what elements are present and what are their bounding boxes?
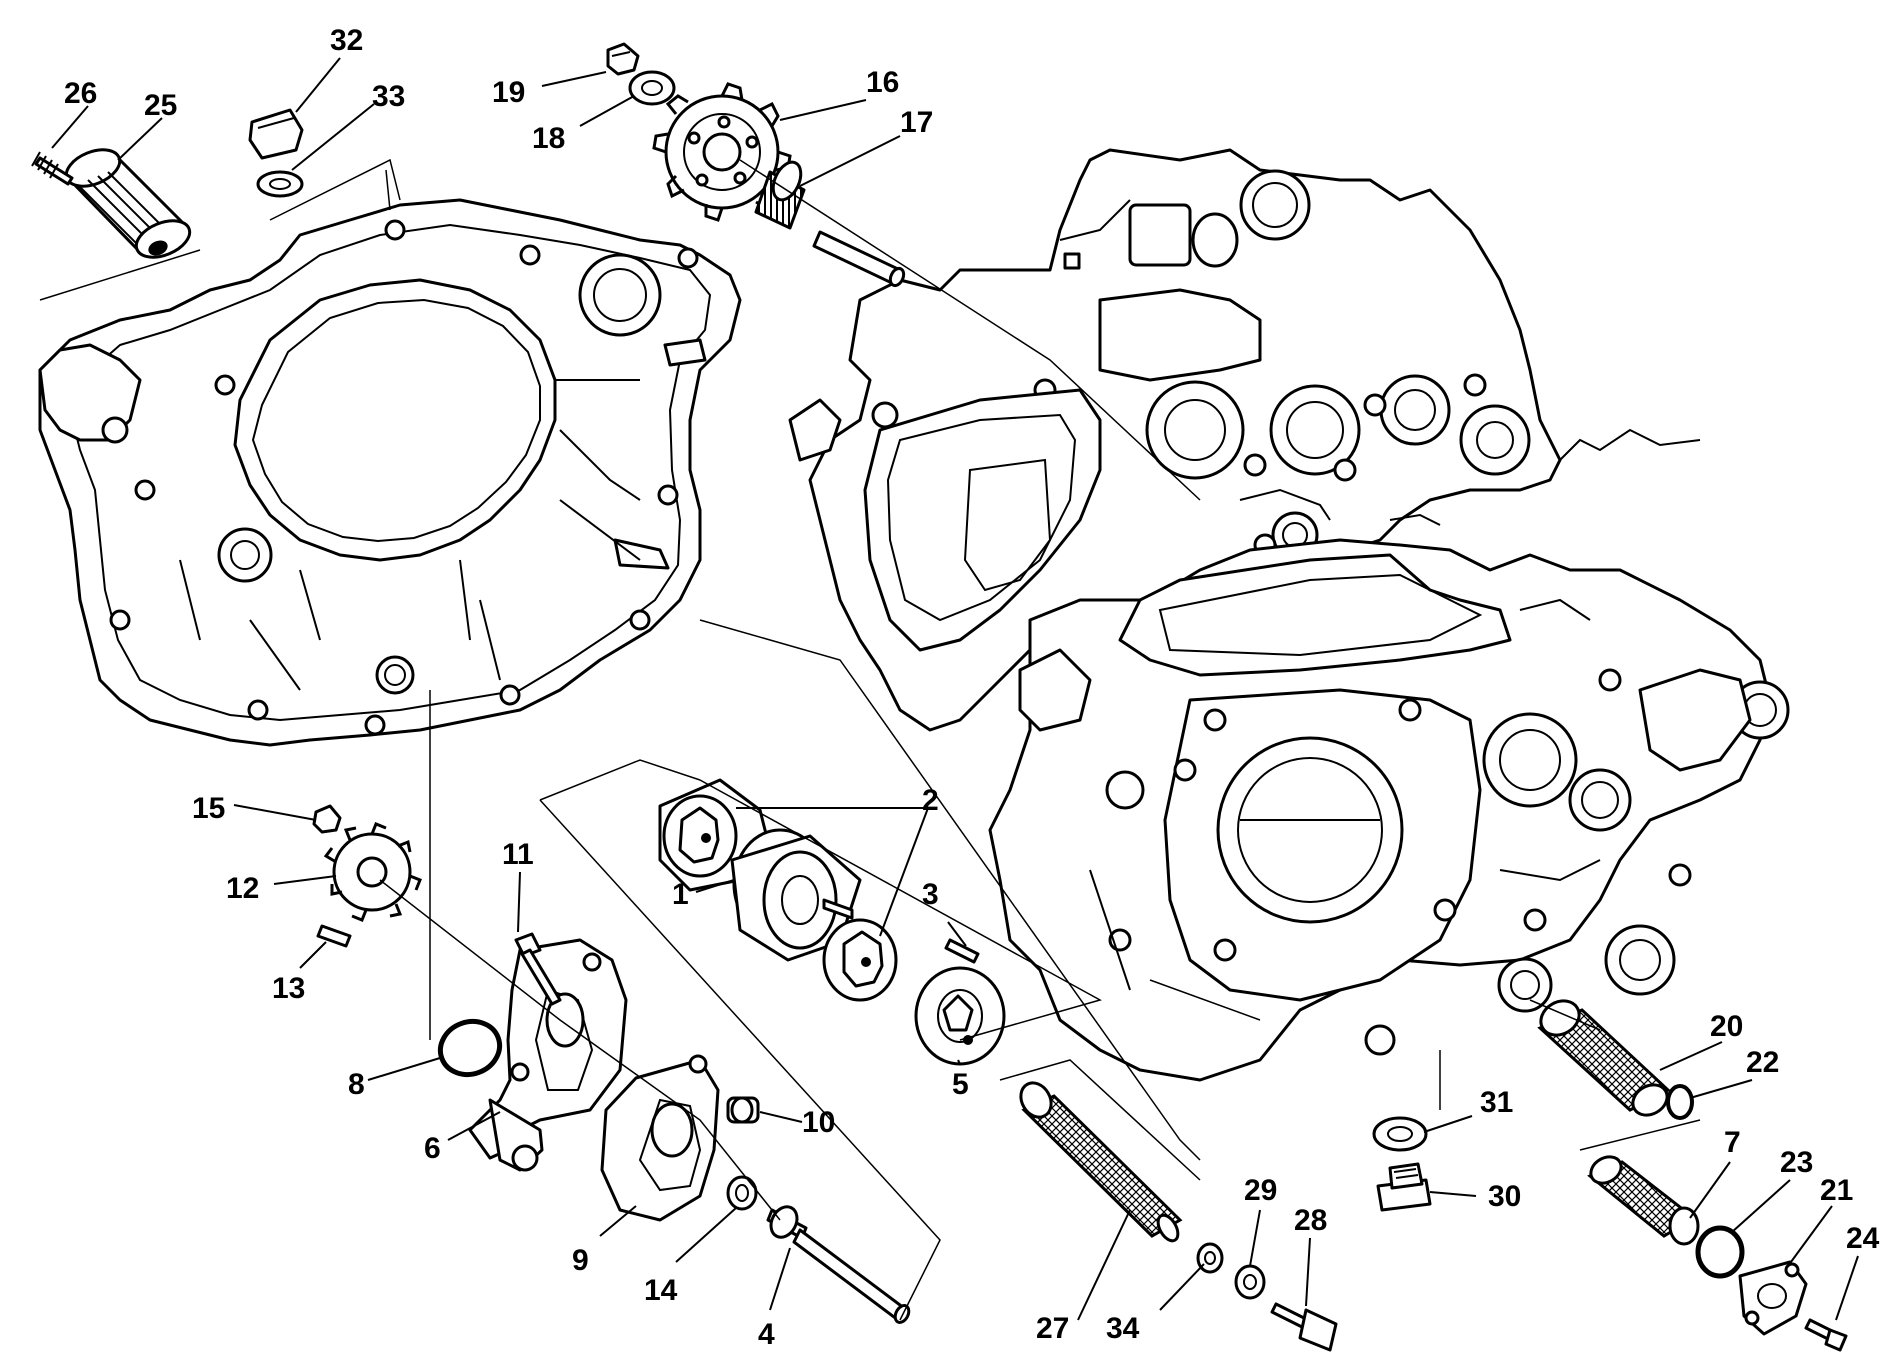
washer-29 [1234,1264,1266,1300]
oil-filter [64,148,192,259]
bolt-11 [514,932,562,1006]
callout-18: 18 [532,122,565,155]
callout-5: 5 [952,1068,969,1101]
bolt-28 [1270,1302,1338,1352]
washer-18 [628,70,676,106]
callout-22: 22 [1746,1046,1779,1079]
callout-12: 12 [226,872,259,905]
callout-10: 10 [802,1106,835,1139]
crankcase-right-half [788,148,1701,732]
strainer-27 [1019,1081,1183,1243]
bolt-24 [1804,1318,1848,1352]
callout-23: 23 [1780,1146,1813,1179]
pump-plate-9 [600,1054,720,1222]
callout-32: 32 [330,24,363,57]
callout-4: 4 [758,1318,775,1351]
idler-shaft [812,230,906,288]
o-ring-8 [437,1019,503,1077]
callout-numbers: 26 25 32 33 19 18 16 17 15 12 13 11 1 2 … [64,24,1880,1351]
callout-17: 17 [900,106,933,139]
callout-16: 16 [866,66,899,99]
crankcase-left-half [988,538,1790,1082]
strainer-cover-21 [1738,1260,1808,1336]
pump-drive-gear [652,82,792,222]
callout-11: 11 [502,838,534,871]
callout-15: 15 [192,792,225,825]
callout-29: 29 [1244,1174,1277,1207]
sealing-washer-top [256,170,304,198]
callout-6: 6 [424,1132,441,1165]
callout-34: 34 [1106,1312,1140,1345]
drain-plug-top [248,108,304,160]
o-ring-22 [1666,1084,1694,1120]
callout-33: 33 [372,80,405,113]
assembly-lines [39,158,1701,1321]
pump-housing-1 [730,828,862,962]
callout-9: 9 [572,1244,589,1277]
callout-14: 14 [644,1274,678,1307]
pump-shaft-4 [766,1205,911,1324]
callout-25: 25 [144,89,177,122]
circlip-top [606,42,640,76]
pump-rotor-inner [822,918,898,1002]
dowel-3 [944,938,980,964]
callout-8: 8 [348,1068,365,1101]
callout-27: 27 [1036,1312,1069,1345]
callout-24: 24 [1846,1222,1880,1255]
callout-2: 2 [922,784,939,817]
callout-30: 30 [1488,1180,1521,1213]
callout-21: 21 [1820,1174,1853,1207]
dowel-10 [726,1096,760,1124]
callout-31: 31 [1480,1086,1513,1119]
callout-7: 7 [1724,1126,1741,1159]
o-ring-23 [1695,1225,1745,1279]
leader-lines [51,57,1859,1321]
callout-28: 28 [1294,1204,1327,1237]
pump-cover-6 [468,938,628,1172]
needle-bearing [754,160,806,230]
callout-1: 1 [672,878,689,911]
dowel-pin-13 [316,924,352,948]
washer-14 [726,1175,758,1211]
pump-plate-5 [914,966,1006,1066]
strainer-7 [1587,1155,1700,1246]
washer-31 [1372,1116,1428,1152]
callout-19: 19 [492,76,525,109]
filter-screw [31,151,74,186]
clip-15 [312,804,342,834]
callout-26: 26 [64,77,97,110]
pump-gear-12 [323,822,422,922]
clutch-cover [38,198,742,747]
callout-20: 20 [1710,1010,1743,1043]
strainer-20 [1537,999,1671,1117]
callout-13: 13 [272,972,305,1005]
callout-3: 3 [922,878,939,911]
drain-plug-30 [1376,1162,1432,1212]
